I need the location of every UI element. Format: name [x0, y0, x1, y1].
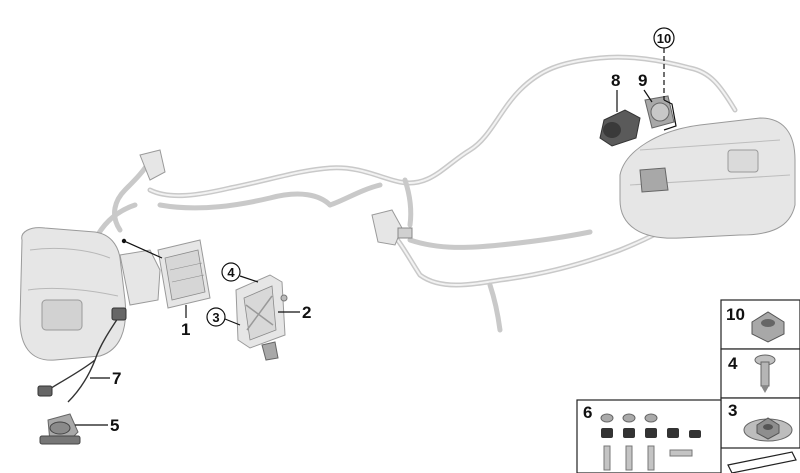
callout-9: 9	[638, 71, 653, 103]
legend-box-4: 4	[720, 348, 800, 399]
legend-box-6: 6	[576, 399, 722, 473]
sensor-and-harness	[37, 307, 127, 445]
callout-7: 7	[90, 369, 121, 388]
callout-label: 10	[657, 31, 671, 46]
legend-label: 10	[726, 305, 745, 324]
callout-8: 8	[611, 71, 620, 112]
callout-label: 1	[181, 320, 190, 339]
callout-label: 4	[227, 265, 235, 280]
arrow-icon	[727, 451, 797, 473]
left-tank	[19, 227, 161, 361]
callout-label: 2	[302, 303, 311, 322]
pump-assembly	[599, 95, 675, 147]
callout-label: 7	[112, 369, 121, 388]
callout-10: 10	[653, 27, 677, 131]
tube-network	[92, 54, 738, 333]
legend-box-3: 3	[720, 397, 800, 449]
callout-label: 3	[212, 310, 219, 325]
callout-3: 3	[206, 307, 241, 327]
heater-bracket	[235, 274, 288, 361]
callout-label: 9	[638, 71, 647, 90]
callout-4: 4	[221, 262, 259, 283]
legend-label: 4	[728, 354, 738, 373]
legend-label: 6	[583, 403, 592, 422]
callout-5: 5	[75, 416, 119, 435]
callout-label: 8	[611, 71, 620, 90]
middle-valve	[139, 149, 413, 246]
legend-box-10: 10	[720, 299, 800, 350]
legend-label: 3	[728, 401, 737, 420]
control-unit	[121, 238, 211, 309]
callout-label: 5	[110, 416, 119, 435]
callout-2: 2	[278, 303, 311, 322]
callout-1: 1	[123, 240, 190, 339]
right-tank	[619, 117, 796, 239]
